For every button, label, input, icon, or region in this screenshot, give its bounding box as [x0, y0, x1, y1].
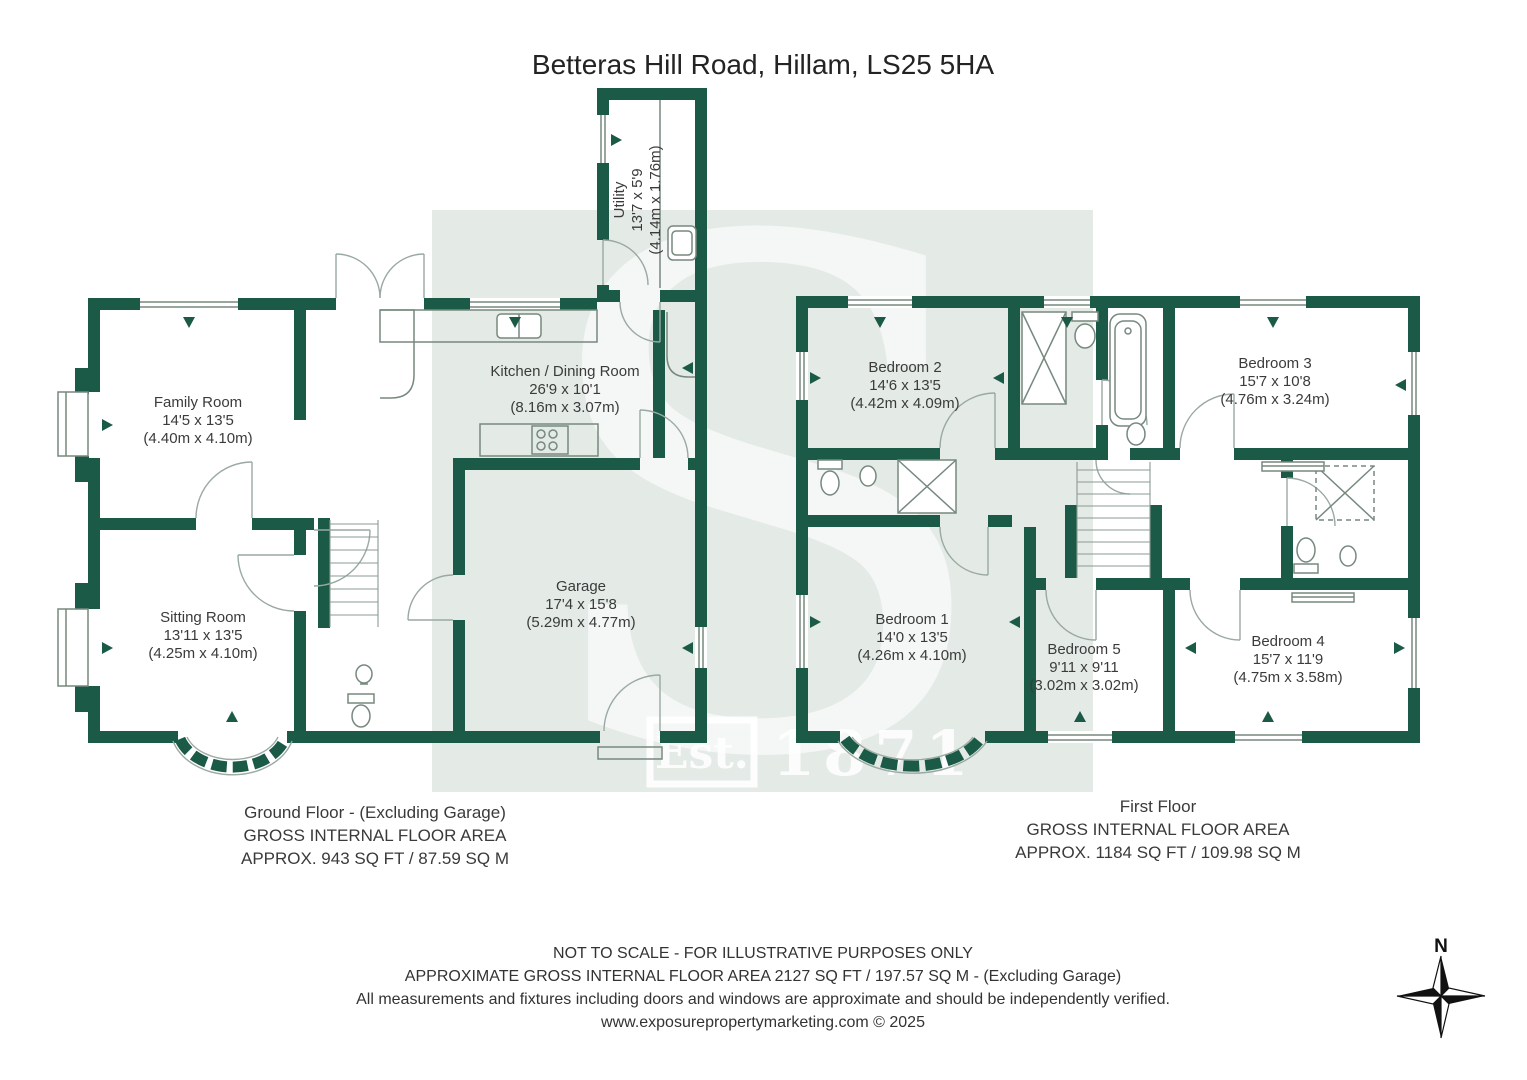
room-label-sitting-room: Sitting Room 13'11 x 13'5 (4.25m x 4.10m… — [148, 609, 257, 662]
svg-text:15'7 x 11'9: 15'7 x 11'9 — [1253, 651, 1324, 668]
svg-text:(3.02m x 3.02m): (3.02m x 3.02m) — [1029, 677, 1138, 694]
svg-text:(4.75m x 3.58m): (4.75m x 3.58m) — [1233, 669, 1342, 686]
first-walls — [796, 296, 1420, 743]
svg-text:26'9 x 10'1: 26'9 x 10'1 — [529, 381, 601, 398]
bathroom-fixtures — [1109, 313, 1147, 446]
svg-text:All measurements and fixtures: All measurements and fixtures including … — [356, 991, 1170, 1008]
first-doors — [939, 379, 1336, 641]
room-label-utility: Utility 13'7 x 5'9 (4.14m x 1.76m) — [611, 145, 664, 254]
room-label-bedroom3: Bedroom 3 15'7 x 10'8 (4.76m x 3.24m) — [1220, 355, 1329, 408]
svg-text:Kitchen / Dining Room: Kitchen / Dining Room — [490, 363, 639, 380]
footer-disclaimer: NOT TO SCALE - FOR ILLUSTRATIVE PURPOSES… — [356, 945, 1170, 1031]
room-label-bedroom5: Bedroom 5 9'11 x 9'11 (3.02m x 3.02m) — [1029, 641, 1138, 694]
toilet-icon — [817, 459, 843, 470]
svg-text:First Floor: First Floor — [1120, 797, 1197, 816]
svg-text:APPROX. 1184 SQ FT / 109.98 SQ: APPROX. 1184 SQ FT / 109.98 SQ M — [1015, 843, 1301, 862]
bathroom2-fixtures — [1293, 465, 1375, 574]
svg-text:www.exposurepropertymarketing.: www.exposurepropertymarketing.com © 2025 — [600, 1014, 925, 1031]
ground-opening-arrows — [102, 134, 693, 722]
sink-icon — [1126, 422, 1146, 446]
svg-text:17'4 x 15'8: 17'4 x 15'8 — [545, 596, 617, 613]
svg-text:Bedroom 2: Bedroom 2 — [868, 359, 941, 376]
wc-toilet-icon — [347, 693, 375, 728]
svg-text:(4.25m x 4.10m): (4.25m x 4.10m) — [148, 645, 257, 662]
svg-text:Family Room: Family Room — [154, 394, 242, 411]
ground-stairs — [329, 520, 379, 627]
svg-text:Bedroom 5: Bedroom 5 — [1047, 641, 1120, 658]
svg-text:14'0 x 13'5: 14'0 x 13'5 — [876, 629, 948, 646]
toilet-icon — [1071, 311, 1099, 322]
svg-text:Utility: Utility — [611, 181, 628, 218]
svg-text:(4.42m x 4.09m): (4.42m x 4.09m) — [850, 395, 959, 412]
svg-text:9'11 x 9'11: 9'11 x 9'11 — [1049, 659, 1118, 676]
ground-floor-caption: Ground Floor - (Excluding Garage) GROSS … — [241, 803, 509, 868]
sink-icon — [859, 465, 877, 487]
svg-text:Bedroom 3: Bedroom 3 — [1238, 355, 1311, 372]
room-label-family-room: Family Room 14'5 x 13'5 (4.40m x 4.10m) — [143, 394, 252, 447]
svg-text:(4.26m x 4.10m): (4.26m x 4.10m) — [857, 647, 966, 664]
svg-text:N: N — [1434, 936, 1448, 957]
svg-text:Garage: Garage — [556, 578, 606, 595]
svg-text:APPROX. 943 SQ FT / 87.59 SQ M: APPROX. 943 SQ FT / 87.59 SQ M — [241, 849, 509, 868]
ground-windows — [57, 115, 707, 776]
compass-icon: N — [1396, 936, 1486, 1039]
bathtub-icon — [1109, 313, 1147, 427]
svg-text:14'5 x 13'5: 14'5 x 13'5 — [162, 412, 234, 429]
room-label-kitchen-dining: Kitchen / Dining Room 26'9 x 10'1 (8.16m… — [490, 363, 639, 416]
svg-text:APPROXIMATE GROSS INTERNAL FLO: APPROXIMATE GROSS INTERNAL FLOOR AREA 21… — [405, 968, 1121, 985]
ground-walls — [75, 88, 707, 743]
utility-sink — [659, 100, 697, 288]
svg-text:14'6 x 13'5: 14'6 x 13'5 — [869, 377, 941, 394]
toilet-icon — [1293, 563, 1319, 574]
svg-text:(8.16m x 3.07m): (8.16m x 3.07m) — [510, 399, 619, 416]
ensuite-fixtures — [817, 459, 957, 514]
brand-watermark: S Est. 1871 — [432, 96, 1093, 911]
svg-text:Sitting Room: Sitting Room — [160, 609, 246, 626]
svg-text:13'11 x 13'5: 13'11 x 13'5 — [164, 627, 243, 644]
svg-text:GROSS INTERNAL FLOOR AREA: GROSS INTERNAL FLOOR AREA — [1027, 820, 1291, 839]
shower-icon — [1315, 465, 1375, 521]
svg-text:GROSS INTERNAL FLOOR AREA: GROSS INTERNAL FLOOR AREA — [244, 826, 508, 845]
svg-text:13'7 x 5'9: 13'7 x 5'9 — [629, 168, 646, 231]
room-label-bedroom1: Bedroom 1 14'0 x 13'5 (4.26m x 4.10m) — [857, 611, 966, 664]
first-opening-arrows — [810, 317, 1406, 722]
kitchen-island — [479, 423, 599, 457]
first-floor-plan: Bedroom 2 14'6 x 13'5 (4.42m x 4.09m) Be… — [796, 296, 1420, 774]
ground-floor-plan: Family Room 14'5 x 13'5 (4.40m x 4.10m) … — [57, 88, 707, 776]
room-label-garage: Garage 17'4 x 15'8 (5.29m x 4.77m) — [526, 578, 635, 631]
hob-icon — [531, 425, 569, 455]
first-windows — [796, 296, 1420, 774]
room-label-bedroom4: Bedroom 4 15'7 x 11'9 (4.75m x 3.58m) — [1233, 633, 1342, 686]
svg-text:(4.40m x 4.10m): (4.40m x 4.10m) — [143, 430, 252, 447]
svg-text:(4.14m x 1.76m): (4.14m x 1.76m) — [647, 145, 664, 254]
radiators — [1261, 461, 1355, 603]
shower-room-fixtures — [1021, 311, 1099, 405]
sink-icon — [1339, 545, 1357, 567]
svg-text:Ground Floor - (Excluding Gara: Ground Floor - (Excluding Garage) — [244, 803, 506, 822]
svg-text:NOT TO SCALE - FOR ILLUSTRATIV: NOT TO SCALE - FOR ILLUSTRATIVE PURPOSES… — [553, 945, 973, 962]
wc-sink-icon — [355, 664, 373, 685]
svg-text:Bedroom 4: Bedroom 4 — [1251, 633, 1324, 650]
svg-text:15'7 x 10'8: 15'7 x 10'8 — [1239, 373, 1311, 390]
svg-text:Bedroom 1: Bedroom 1 — [875, 611, 948, 628]
first-floor-caption: First Floor GROSS INTERNAL FLOOR AREA AP… — [1015, 797, 1301, 862]
page-title: Betteras Hill Road, Hillam, LS25 5HA — [532, 49, 995, 80]
svg-text:(5.29m x 4.77m): (5.29m x 4.77m) — [526, 614, 635, 631]
ground-doors — [195, 239, 689, 732]
svg-text:(4.76m x 3.24m): (4.76m x 3.24m) — [1220, 391, 1329, 408]
first-stairs — [1076, 462, 1151, 578]
room-label-bedroom2: Bedroom 2 14'6 x 13'5 (4.42m x 4.09m) — [850, 359, 959, 412]
